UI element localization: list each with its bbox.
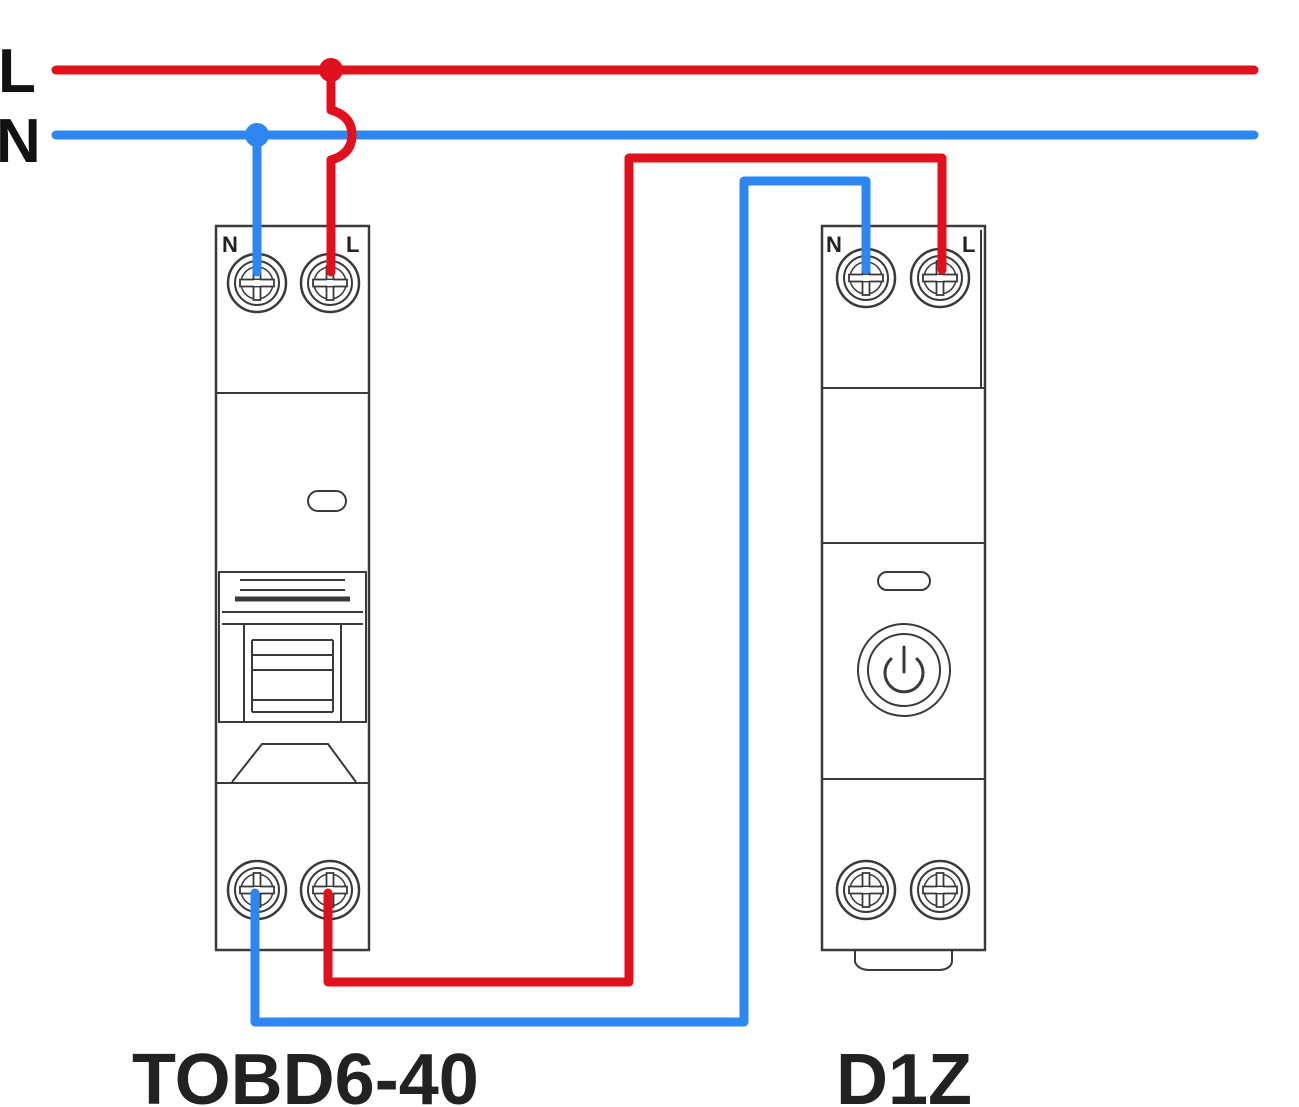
breaker-label: TOBD6-40 bbox=[132, 1040, 479, 1107]
switch-bottom-left-screw-icon bbox=[835, 859, 897, 921]
neutral-load-wire bbox=[250, 176, 871, 1027]
neutral-junction-dot bbox=[245, 123, 269, 147]
wires bbox=[51, 58, 1259, 1027]
power-icon bbox=[883, 645, 925, 694]
switch-bottom-right-screw-icon bbox=[909, 859, 971, 921]
line-bus-label: L bbox=[0, 37, 36, 106]
switch-indicator bbox=[877, 571, 931, 591]
switch-body bbox=[820, 224, 987, 952]
switch-device: N L bbox=[820, 224, 987, 971]
switch-top-l-screw-icon bbox=[909, 247, 971, 309]
breaker-line-in-wire bbox=[326, 65, 357, 277]
breaker-body bbox=[214, 224, 371, 952]
switch-l-terminal-label: L bbox=[962, 232, 975, 257]
breaker-device: N L bbox=[214, 224, 371, 952]
neutral-bus-label: N bbox=[0, 107, 41, 176]
breaker-indicator bbox=[307, 490, 347, 512]
breaker-n-terminal-label: N bbox=[222, 232, 238, 257]
breaker-lever bbox=[218, 571, 367, 723]
switch-label: D1Z bbox=[836, 1040, 972, 1107]
switch-n-terminal-label: N bbox=[826, 232, 842, 257]
breaker-top-n-screw-icon bbox=[226, 252, 288, 314]
line-junction-dot bbox=[319, 58, 343, 82]
line-load-wire bbox=[323, 153, 947, 987]
power-button bbox=[857, 623, 951, 717]
breaker-l-terminal-label: L bbox=[346, 232, 359, 257]
din-clip bbox=[854, 950, 953, 971]
